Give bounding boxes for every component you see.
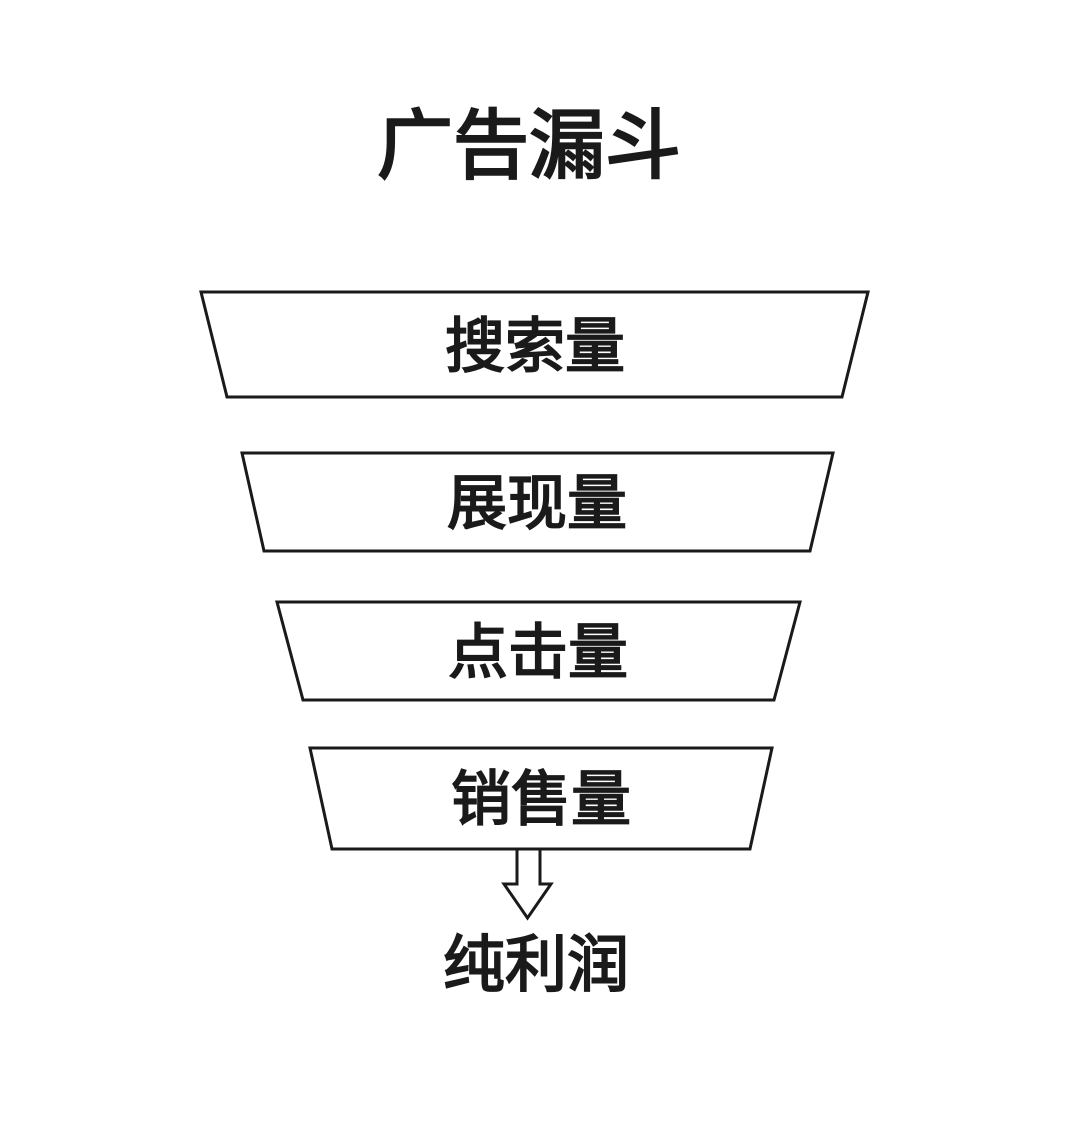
funnel-level-impressions: 展现量 bbox=[240, 451, 835, 553]
down-arrow-icon bbox=[501, 847, 554, 921]
outcome-label: 纯利润 bbox=[443, 931, 629, 1000]
funnel-level-search: 搜索量 bbox=[199, 290, 870, 399]
diagram-title: 广告漏斗 bbox=[377, 104, 681, 189]
funnel-level-sales: 销售量 bbox=[308, 746, 774, 851]
funnel-level-clicks: 点击量 bbox=[275, 600, 802, 702]
funnel-level-band bbox=[275, 600, 802, 702]
funnel-level-band bbox=[240, 451, 835, 553]
funnel-level-label: 销售量 bbox=[451, 766, 631, 833]
funnel-level-band bbox=[199, 290, 870, 399]
funnel-level-label: 搜索量 bbox=[445, 313, 625, 380]
funnel-level-band bbox=[308, 746, 774, 851]
funnel-level-label: 展现量 bbox=[447, 470, 627, 537]
funnel-level-label: 点击量 bbox=[448, 619, 628, 686]
